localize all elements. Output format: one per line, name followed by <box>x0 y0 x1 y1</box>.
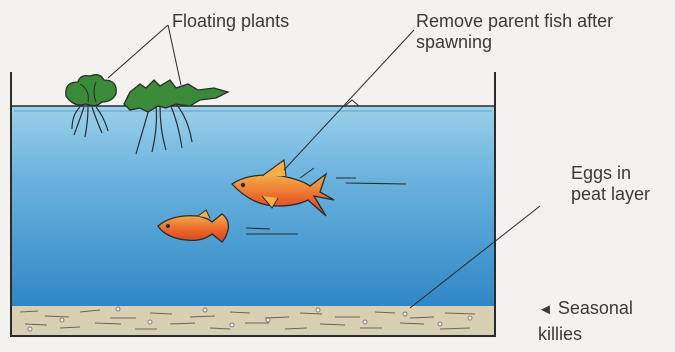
floating-plants-text: Floating plants <box>172 11 289 32</box>
remove-parent-line-1: Remove parent fish after <box>416 11 613 32</box>
eggs-line-2: peat layer <box>571 184 650 205</box>
label-remove-parent: Remove parent fish after spawning <box>416 11 613 53</box>
label-eggs: Eggs in peat layer <box>571 163 650 205</box>
caption: ◄ Seasonal killies <box>538 296 633 346</box>
label-floating-plants: Floating plants <box>172 11 289 32</box>
caption-line-1: Seasonal <box>558 298 633 318</box>
eggs-line-1: Eggs in <box>571 163 650 184</box>
water <box>11 106 495 309</box>
caption-line-2: killies <box>538 322 633 346</box>
caption-arrow-icon: ◄ <box>538 301 553 318</box>
peat-layer <box>11 306 495 335</box>
remove-parent-line-2: spawning <box>416 32 613 53</box>
